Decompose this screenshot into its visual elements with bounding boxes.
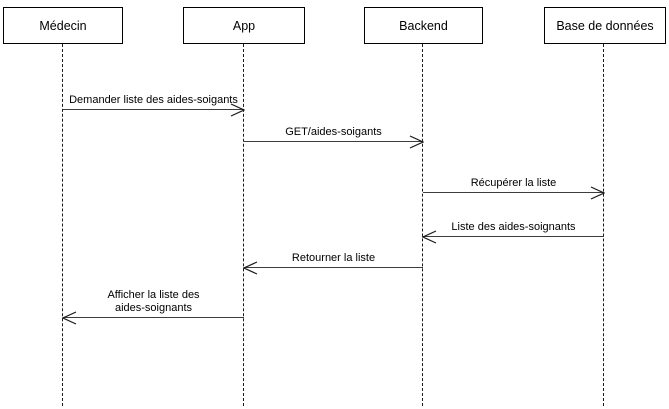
message-line (63, 317, 244, 318)
participant-box-app: App (183, 7, 305, 44)
lifeline-medecin (62, 44, 63, 406)
message-label: Récupérer la liste (470, 177, 557, 189)
participant-box-backend: Backend (364, 7, 483, 44)
message-get-aides-soigants: GET/aides-soigants (244, 124, 424, 149)
message-line (423, 236, 604, 237)
lifeline-database (603, 44, 604, 406)
message-liste-aides-soignants: Liste des aides-soignants (422, 219, 604, 244)
arrow-left-icon (62, 311, 77, 325)
message-label: Liste des aides-soignants (451, 221, 576, 233)
message-afficher-liste: Afficher la liste des aides-soignants (62, 287, 244, 325)
arrow-left-icon (243, 261, 258, 275)
message-line (244, 267, 423, 268)
message-label: Afficher la liste des aides-soignants (107, 289, 200, 314)
message-label: GET/aides-soigants (285, 126, 382, 138)
participant-box-database: Base de données (544, 7, 666, 44)
message-line (423, 192, 604, 193)
lifeline-app (243, 44, 244, 406)
message-retourner-liste: Retourner la liste (243, 250, 423, 275)
participant-label: Médecin (39, 18, 87, 33)
message-label: Retourner la liste (291, 252, 376, 264)
arrow-right-icon (409, 135, 424, 149)
arrow-right-icon (230, 103, 245, 117)
arrow-left-icon (422, 230, 437, 244)
lifeline-backend (422, 44, 423, 406)
participant-label: Base de données (556, 18, 654, 33)
arrow-right-icon (590, 186, 605, 200)
message-line (63, 109, 244, 110)
message-demander-liste: Demander liste des aides-soigants (63, 92, 245, 117)
message-recuperer-liste: Récupérer la liste (423, 175, 605, 200)
participant-box-medecin: Médecin (3, 7, 123, 44)
participant-label: App (232, 18, 256, 33)
message-label: Demander liste des aides-soigants (69, 94, 238, 106)
participant-label: Backend (399, 18, 448, 33)
message-line (244, 141, 423, 142)
